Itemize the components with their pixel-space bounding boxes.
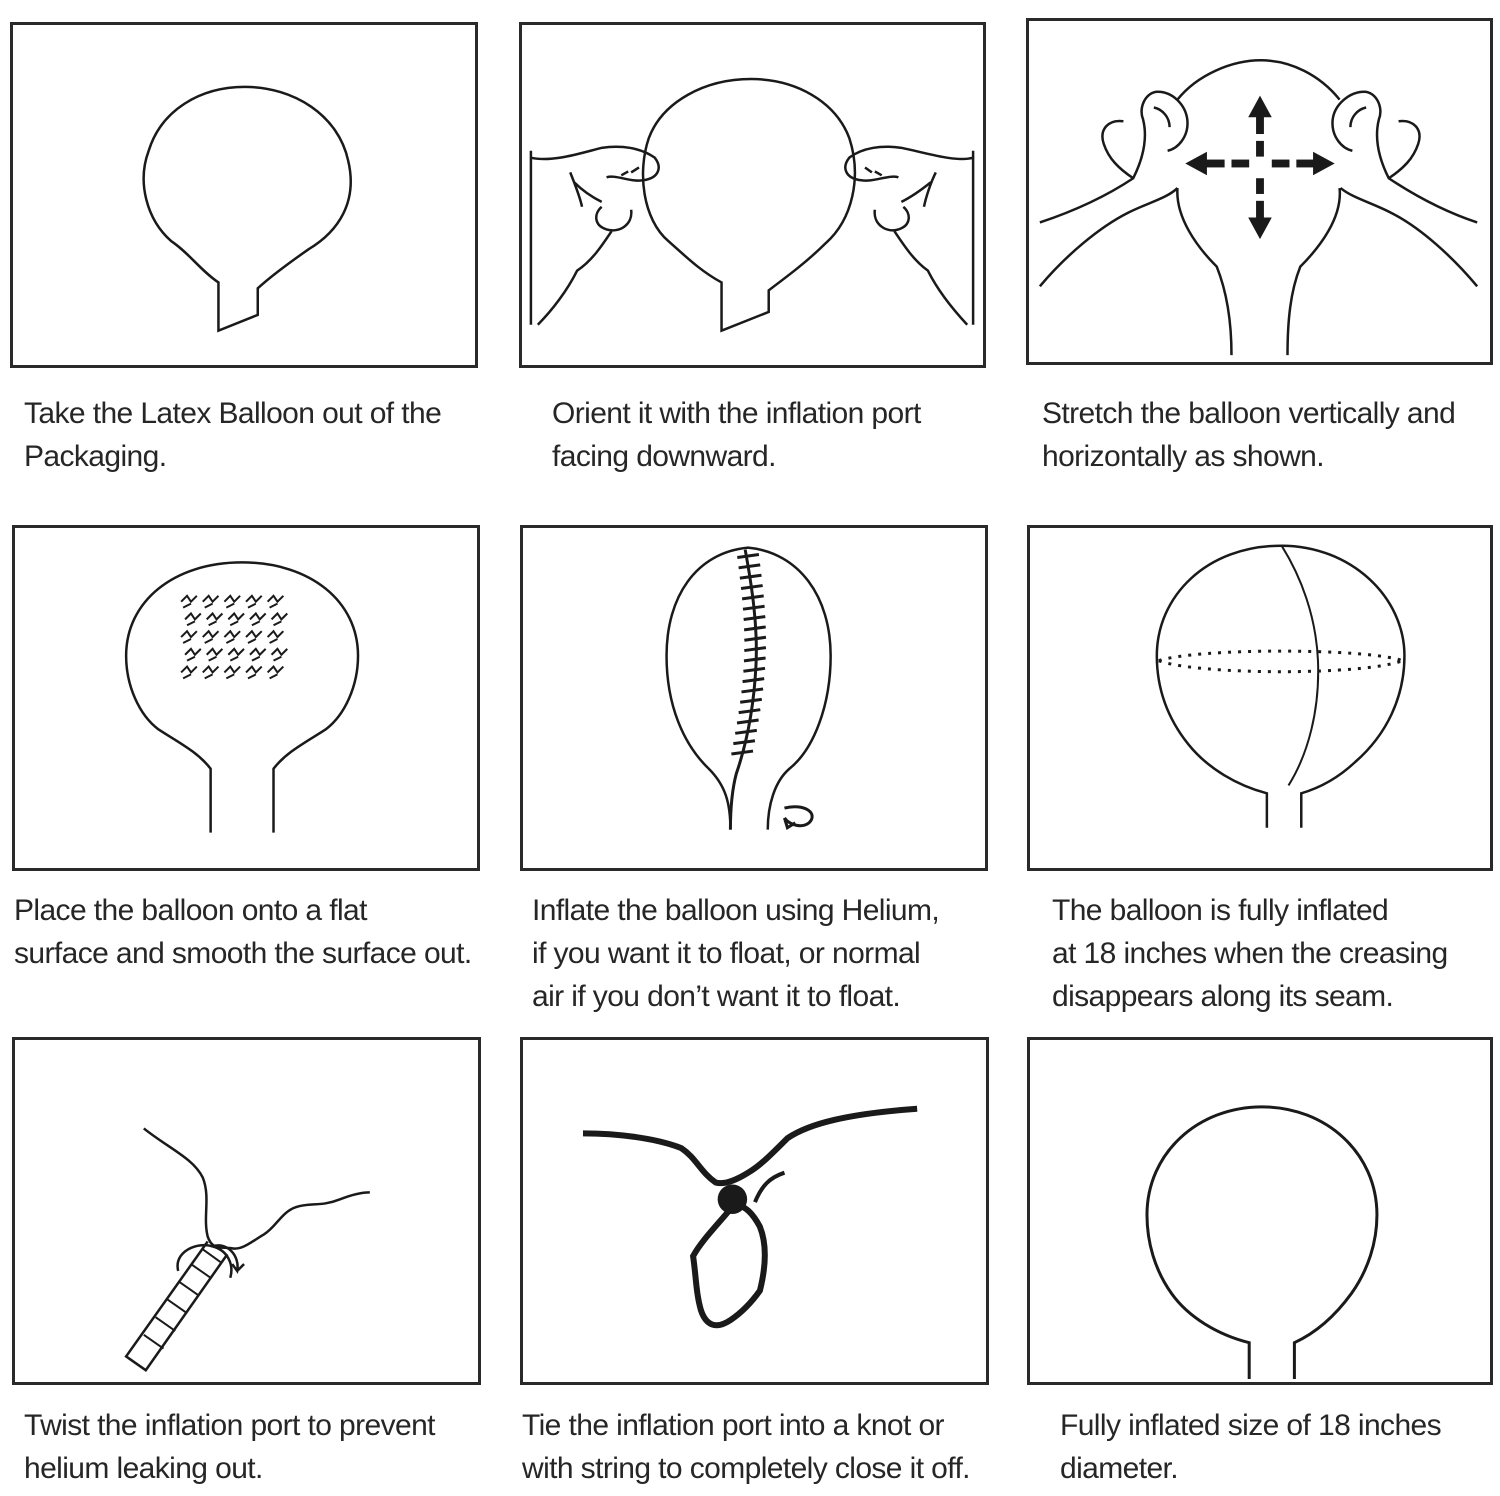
smoothing-mark [181, 596, 197, 608]
seam-stitch [742, 596, 764, 599]
step-9-caption: Fully inflated size of 18 inches diamete… [1060, 1409, 1442, 1485]
seam-stitch [743, 679, 765, 682]
seam-stitch [743, 668, 765, 671]
deflated-balloon-icon [13, 25, 475, 365]
seam-stitch [741, 586, 763, 589]
smoothing-mark [203, 667, 219, 679]
seam-stitch [737, 720, 759, 723]
step-6-caption: The balloon is fully inflated at 18 inch… [1052, 894, 1448, 1013]
twisted-port-icon [15, 1040, 478, 1382]
smoothing-mark [207, 613, 223, 625]
seam-stitch [733, 741, 755, 744]
inflating-balloon-seam-icon [523, 528, 985, 868]
smoothing-mark [181, 667, 197, 679]
smoothing-mark [203, 631, 219, 643]
smoothing-mark [246, 631, 262, 643]
smoothing-mark [224, 631, 240, 643]
step-3-panel [1026, 18, 1493, 365]
smoothing-mark [228, 649, 244, 661]
step-4-caption: Place the balloon onto a flat surface an… [14, 894, 472, 970]
smoothing-mark [250, 649, 266, 661]
smoothing-mark [207, 649, 223, 661]
step-1-panel [10, 22, 478, 368]
step-1-caption: Take the Latex Balloon out of the Packag… [24, 397, 442, 473]
step-3-caption: Stretch the balloon vertically and horiz… [1042, 397, 1456, 473]
hands-holding-balloon-icon [522, 25, 983, 365]
seam-stitch [743, 606, 765, 609]
seam-stitch [739, 565, 761, 568]
step-5-panel [520, 525, 988, 871]
smoothing-balloon-icon [15, 528, 477, 868]
smoothing-mark [272, 649, 288, 661]
full-balloon-icon [1030, 1040, 1490, 1382]
step-7-panel [12, 1037, 481, 1385]
seam-stitch [739, 710, 761, 713]
seam-stitch [741, 689, 763, 692]
seam-stitch [744, 617, 766, 620]
smoothing-mark [246, 667, 262, 679]
smoothing-mark [250, 613, 266, 625]
smoothing-mark [268, 596, 284, 608]
step-8-panel [520, 1037, 989, 1385]
step-8-caption: Tie the inflation port into a knot or wi… [522, 1409, 971, 1485]
step-5-caption: Inflate the balloon using Helium, if you… [532, 894, 940, 1013]
smoothing-mark [203, 596, 219, 608]
smoothing-mark [224, 596, 240, 608]
seam-stitch [740, 575, 762, 578]
seam-stitch [744, 627, 766, 630]
step-9-panel [1027, 1037, 1493, 1385]
step-7-caption: Twist the inflation port to prevent heli… [24, 1409, 436, 1485]
seam-stitch [735, 730, 757, 733]
seam-stitch [744, 648, 766, 651]
step-2-caption: Orient it with the inflation port facing… [552, 397, 921, 473]
smoothing-mark [185, 649, 201, 661]
stretch-arrows-icon [1029, 21, 1490, 362]
smoothing-mark [185, 613, 201, 625]
smoothing-mark [228, 613, 244, 625]
seam-stitch [740, 699, 762, 702]
seam-stitch [744, 637, 766, 640]
smoothing-mark [181, 631, 197, 643]
step-2-panel [519, 22, 986, 368]
step-6-panel [1027, 525, 1493, 871]
seam-stitch [737, 555, 759, 558]
seam-stitch [744, 658, 766, 661]
step-4-panel [12, 525, 480, 871]
smoothing-mark [268, 667, 284, 679]
knot-icon [523, 1040, 986, 1382]
inflated-balloon-seam-icon [1030, 528, 1490, 868]
seam-stitch [731, 751, 753, 754]
smoothing-mark [224, 667, 240, 679]
smoothing-mark [246, 596, 262, 608]
smoothing-mark [268, 631, 284, 643]
smoothing-mark [272, 613, 288, 625]
